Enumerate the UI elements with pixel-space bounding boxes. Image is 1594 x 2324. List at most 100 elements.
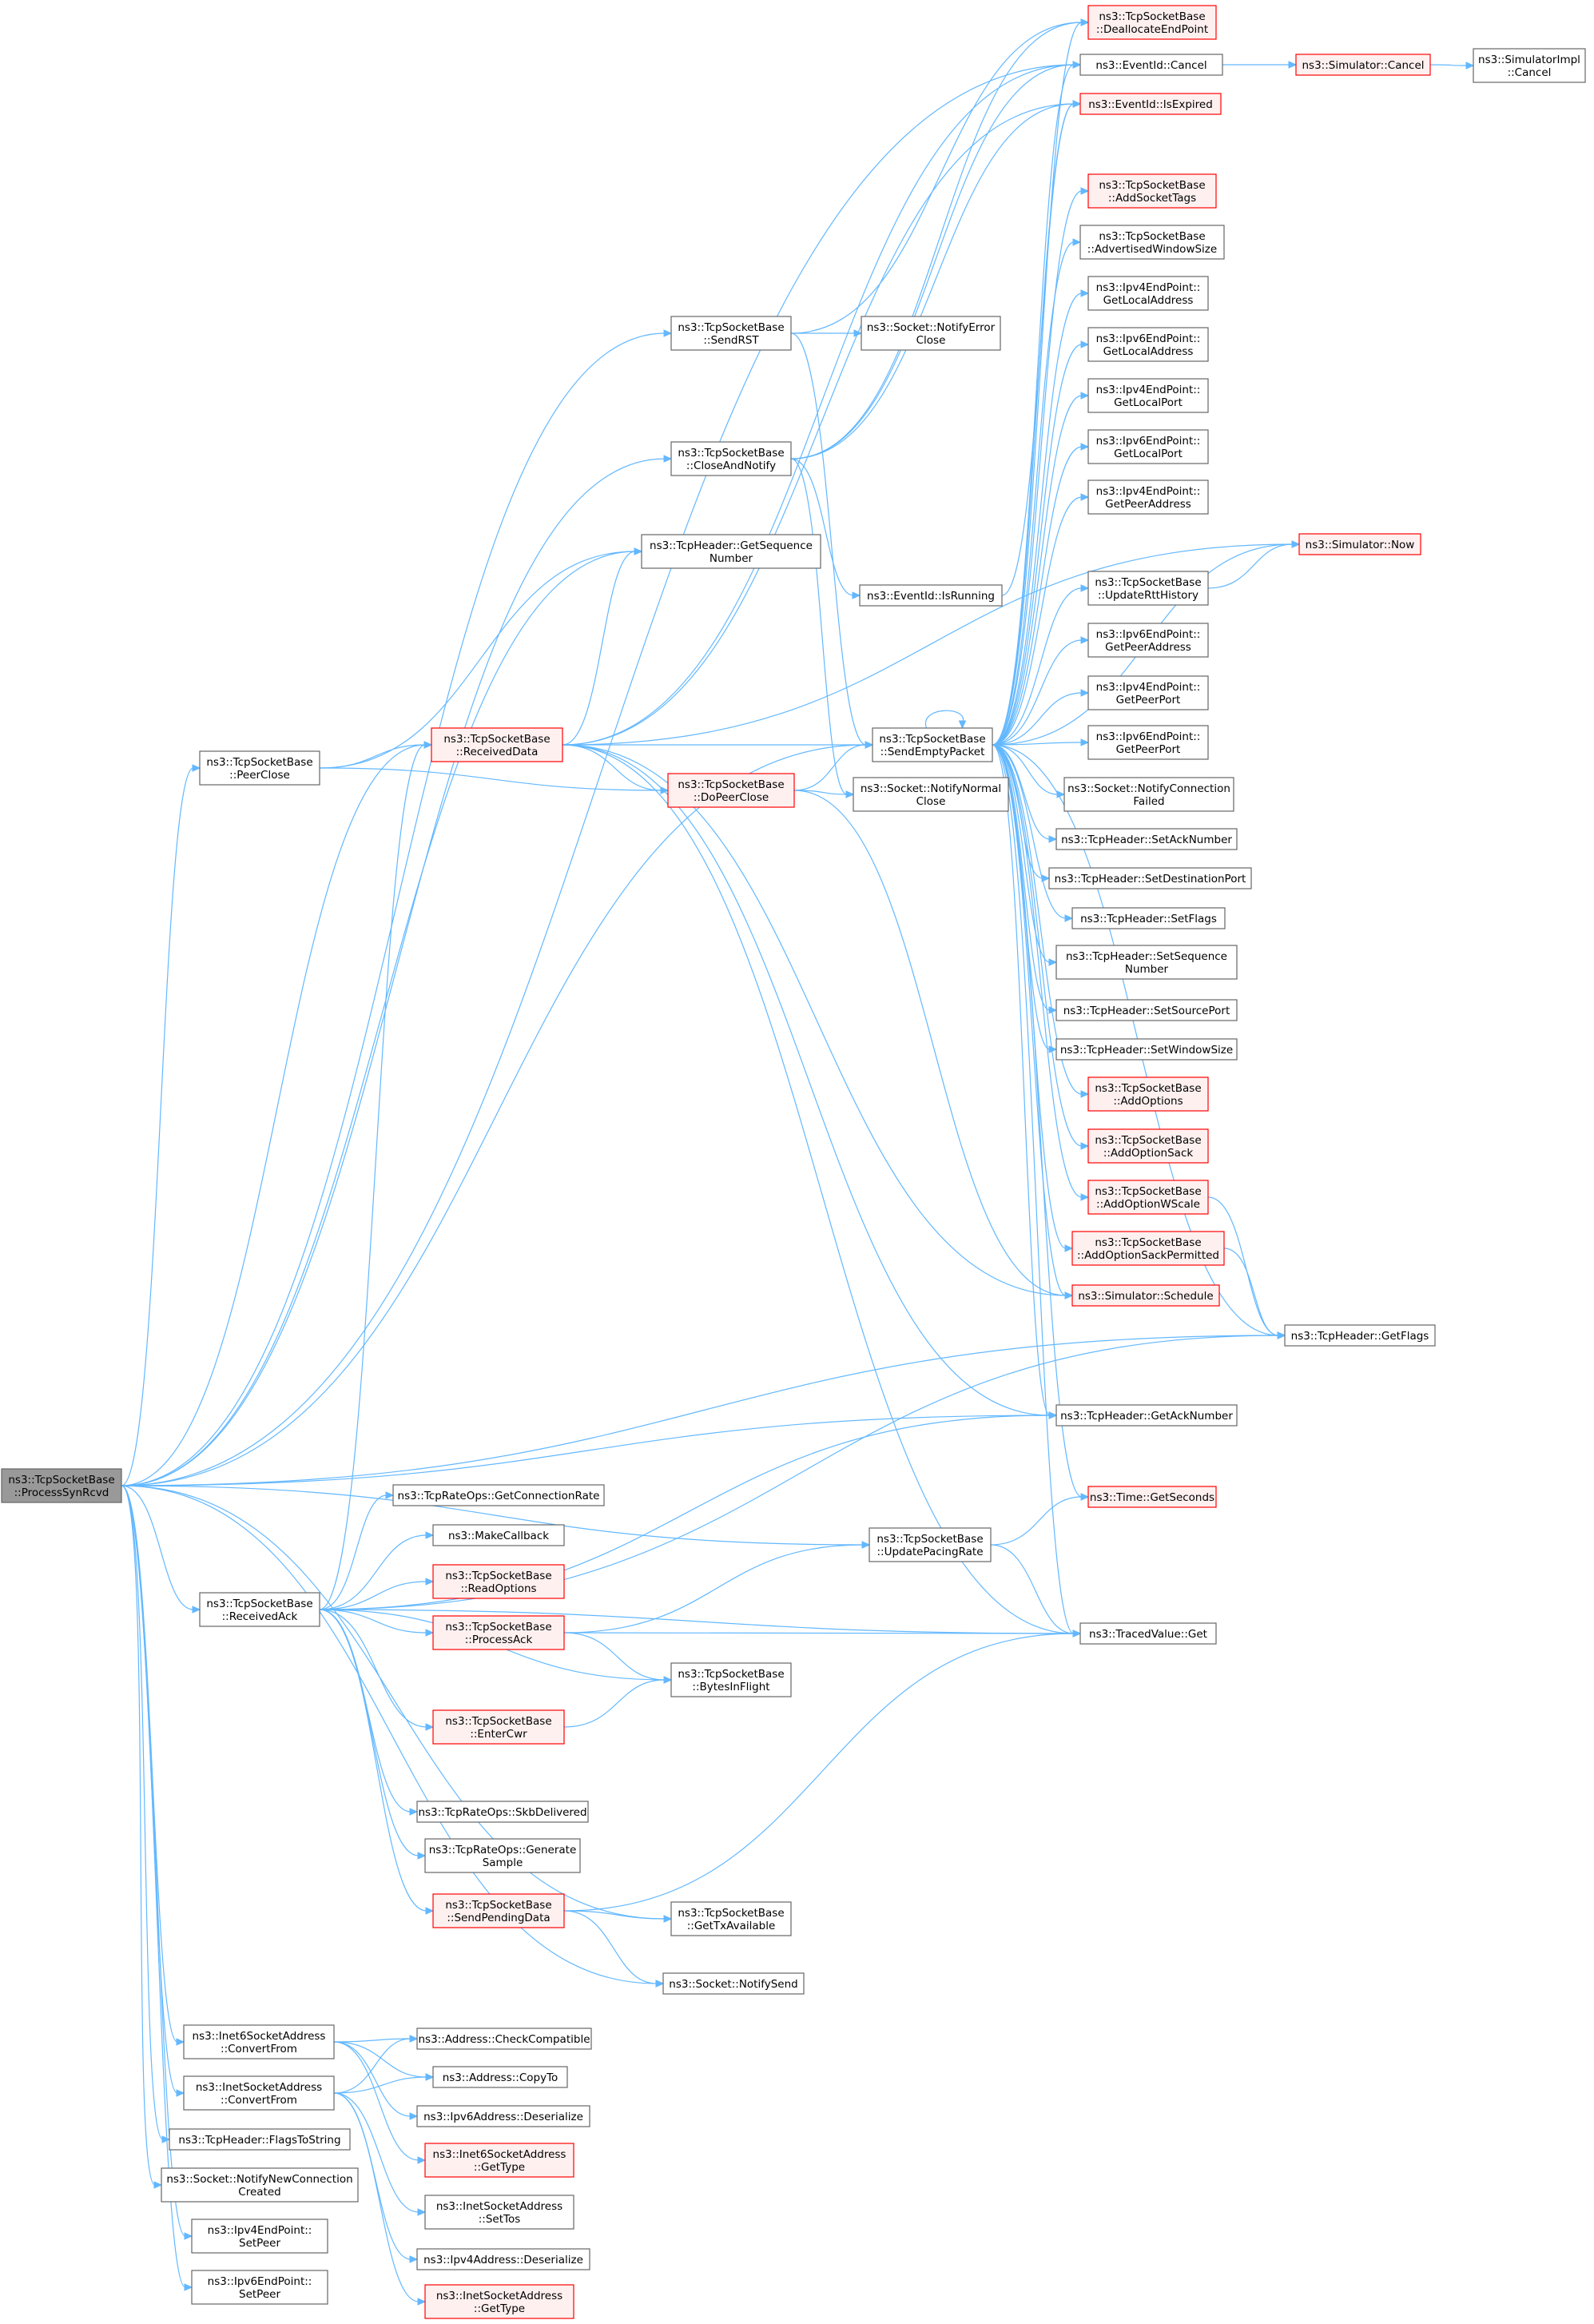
edge-root-to-receivedack	[121, 1485, 201, 1614]
node-addrcopyto[interactable]: ns3::Address::CopyTo	[432, 2066, 568, 2088]
node-label: ns3::EventId::IsExpired	[1088, 98, 1213, 111]
node-flagstostring[interactable]: ns3::TcpHeader::FlagsToString	[169, 2128, 351, 2151]
edge-receiveddata-to-getacknumber	[562, 744, 1058, 1419]
node-label: ::SendRST	[703, 334, 759, 347]
node-receiveddata[interactable]: ns3::TcpSocketBase::ReceivedData	[431, 727, 563, 762]
node-addoptionsackperm[interactable]: ns3::TcpSocketBase::AddOptionSackPermitt…	[1071, 1231, 1225, 1266]
node-getacknumber[interactable]: ns3::TcpHeader::GetAckNumber	[1055, 1404, 1238, 1427]
node-sendemptypacket[interactable]: ns3::TcpSocketBase::SendEmptyPacket	[872, 727, 993, 762]
node-ipv4getpeerport[interactable]: ns3::Ipv4EndPoint::GetPeerPort	[1087, 675, 1209, 710]
node-isexpired[interactable]: ns3::EventId::IsExpired	[1079, 93, 1222, 115]
node-ipv4getlocaladdr[interactable]: ns3::Ipv4EndPoint::GetLocalAddress	[1087, 276, 1209, 311]
node-entercwr[interactable]: ns3::TcpSocketBase::EnterCwr	[432, 1709, 565, 1745]
node-notifysend[interactable]: ns3::Socket::NotifySend	[662, 1972, 805, 1995]
node-label: ns3::TcpHeader::SetFlags	[1080, 913, 1217, 925]
node-ipv4getpeeraddr[interactable]: ns3::Ipv4EndPoint::GetPeerAddress	[1087, 480, 1209, 515]
node-setdestport[interactable]: ns3::TcpHeader::SetDestinationPort	[1048, 867, 1252, 889]
node-addoptionwscale[interactable]: ns3::TcpSocketBase::AddOptionWScale	[1087, 1180, 1209, 1215]
node-inetsettos[interactable]: ns3::InetSocketAddress::SetTos	[424, 2195, 574, 2230]
node-simschedule[interactable]: ns3::Simulator::Schedule	[1071, 1284, 1220, 1307]
node-makecallback[interactable]: ns3::MakeCallback	[432, 1524, 565, 1546]
node-box	[424, 2143, 574, 2178]
node-peerclose[interactable]: ns3::TcpSocketBase::PeerClose	[199, 750, 320, 786]
edge-sendemptypacket-to-addoptionwscale	[992, 744, 1090, 1201]
node-ipv6setpeer[interactable]: ns3::Ipv6EndPoint::SetPeer	[191, 2270, 328, 2305]
node-getflags[interactable]: ns3::TcpHeader::GetFlags	[1284, 1324, 1436, 1347]
node-label: ns3::EventId::IsRunning	[867, 590, 995, 603]
node-simcancel[interactable]: ns3::Simulator::Cancel	[1295, 54, 1431, 76]
node-simimplcancel[interactable]: ns3::SimulatorImpl::Cancel	[1473, 48, 1586, 83]
node-addsockettags[interactable]: ns3::TcpSocketBase::AddSocketTags	[1087, 173, 1217, 209]
node-setacknumber[interactable]: ns3::TcpHeader::SetAckNumber	[1055, 828, 1238, 850]
node-gettxavail[interactable]: ns3::TcpSocketBase::GetTxAvailable	[670, 1901, 792, 1936]
node-updatepacing[interactable]: ns3::TcpSocketBase::UpdatePacingRate	[869, 1527, 992, 1562]
node-skbdelivered[interactable]: ns3::TcpRateOps::SkbDelivered	[416, 1801, 589, 1823]
node-inetconvert[interactable]: ns3::InetSocketAddress::ConvertFrom	[183, 2075, 335, 2111]
node-timegetseconds[interactable]: ns3::Time::GetSeconds	[1087, 1486, 1217, 1508]
node-updatertt[interactable]: ns3::TcpSocketBase::UpdateRttHistory	[1087, 571, 1209, 606]
node-box	[1087, 378, 1209, 413]
node-box	[1284, 1324, 1436, 1347]
node-ipv4deserialize[interactable]: ns3::Ipv4Address::Deserialize	[416, 2248, 590, 2270]
node-inet6convert[interactable]: ns3::Inet6SocketAddress::ConvertFrom	[183, 2024, 335, 2059]
edge-updatertt-to-simnow	[1207, 540, 1301, 589]
node-label: GetPeerPort	[1116, 694, 1181, 706]
node-processack[interactable]: ns3::TcpSocketBase::ProcessAck	[432, 1615, 565, 1650]
node-advwin[interactable]: ns3::TcpSocketBase::AdvertisedWindowSize	[1079, 225, 1225, 260]
node-bytesinflight[interactable]: ns3::TcpSocketBase::BytesInFlight	[670, 1662, 792, 1697]
edge-inet6convert-to-ipv6deserialize	[333, 2041, 419, 2120]
node-ipv6getpeerport[interactable]: ns3::Ipv6EndPoint::GetPeerPort	[1087, 725, 1209, 760]
edge-inetconvert-to-addrcopyto	[333, 2073, 435, 2094]
node-dopeerclose[interactable]: ns3::TcpSocketBase::DoPeerClose	[667, 773, 795, 808]
node-closeandnotify[interactable]: ns3::TcpSocketBase::CloseAndNotify	[670, 441, 792, 476]
node-ipv6getlocalport[interactable]: ns3::Ipv6EndPoint::GetLocalPort	[1087, 429, 1209, 464]
node-setsourceport[interactable]: ns3::TcpHeader::SetSourcePort	[1055, 999, 1238, 1021]
node-ipv4setpeer[interactable]: ns3::Ipv4EndPoint::SetPeer	[191, 2219, 328, 2254]
node-label: ns3::TcpRateOps::SkbDelivered	[418, 1806, 586, 1819]
node-sendpending[interactable]: ns3::TcpSocketBase::SendPendingData	[432, 1893, 565, 1928]
node-label: ::AddOptions	[1113, 1095, 1183, 1108]
node-label: ns3::TcpHeader::SetSequence	[1066, 950, 1227, 963]
node-box	[432, 1615, 565, 1650]
node-setwindowsize[interactable]: ns3::TcpHeader::SetWindowSize	[1055, 1038, 1238, 1061]
node-inetgettype[interactable]: ns3::InetSocketAddress::GetType	[424, 2284, 574, 2319]
edge-sendemptypacket-to-setseqnum	[992, 744, 1058, 966]
node-label: Sample	[483, 1856, 523, 1869]
node-receivedack[interactable]: ns3::TcpSocketBase::ReceivedAck	[199, 1592, 320, 1627]
edge-root-to-inet6convert	[121, 1485, 185, 2046]
node-addrcheckcompat[interactable]: ns3::Address::CheckCompatible	[416, 2028, 592, 2050]
node-ipv6getpeeraddr[interactable]: ns3::Ipv6EndPoint::GetPeerAddress	[1087, 623, 1209, 658]
node-addoptions[interactable]: ns3::TcpSocketBase::AddOptions	[1087, 1076, 1209, 1112]
node-root[interactable]: ns3::TcpSocketBase::ProcessSynRcvd	[1, 1468, 122, 1503]
node-simnow[interactable]: ns3::Simulator::Now	[1298, 533, 1421, 555]
node-addoptionsack[interactable]: ns3::TcpSocketBase::AddOptionSack	[1087, 1128, 1209, 1164]
node-sendrst[interactable]: ns3::TcpSocketBase::SendRST	[670, 316, 792, 351]
edge-sendpending-to-tracedget	[563, 1630, 1082, 1912]
node-label: ns3::TcpSocketBase	[1099, 230, 1205, 243]
edge-processack-to-tracedget	[563, 1630, 1082, 1638]
node-readoptions[interactable]: ns3::TcpSocketBase::ReadOptions	[432, 1564, 565, 1599]
node-setflags[interactable]: ns3::TcpHeader::SetFlags	[1071, 907, 1226, 929]
node-label: ns3::Ipv4EndPoint::	[1096, 681, 1201, 694]
node-dealloc[interactable]: ns3::TcpSocketBase::DeallocateEndPoint	[1087, 5, 1217, 40]
node-box	[416, 2105, 590, 2127]
node-ipv6getlocaladdr[interactable]: ns3::Ipv6EndPoint::GetLocalAddress	[1087, 327, 1209, 362]
node-inet6gettype[interactable]: ns3::Inet6SocketAddress::GetType	[424, 2143, 574, 2178]
node-box	[1087, 1486, 1217, 1508]
node-ipv6deserialize[interactable]: ns3::Ipv6Address::Deserialize	[416, 2105, 590, 2127]
node-getconnrate[interactable]: ns3::TcpRateOps::GetConnectionRate	[392, 1484, 605, 1506]
node-evcancel[interactable]: ns3::EventId::Cancel	[1079, 54, 1223, 76]
edge-root-to-getseqnum	[121, 547, 643, 1486]
edge-peerclose-to-receiveddata	[319, 741, 433, 769]
node-isrunning[interactable]: ns3::EventId::IsRunning	[859, 584, 1003, 607]
node-label: SetPeer	[239, 2237, 280, 2250]
node-ipv4getlocalport[interactable]: ns3::Ipv4EndPoint::GetLocalPort	[1087, 378, 1209, 413]
node-tracedget[interactable]: ns3::TracedValue::Get	[1079, 1622, 1217, 1645]
